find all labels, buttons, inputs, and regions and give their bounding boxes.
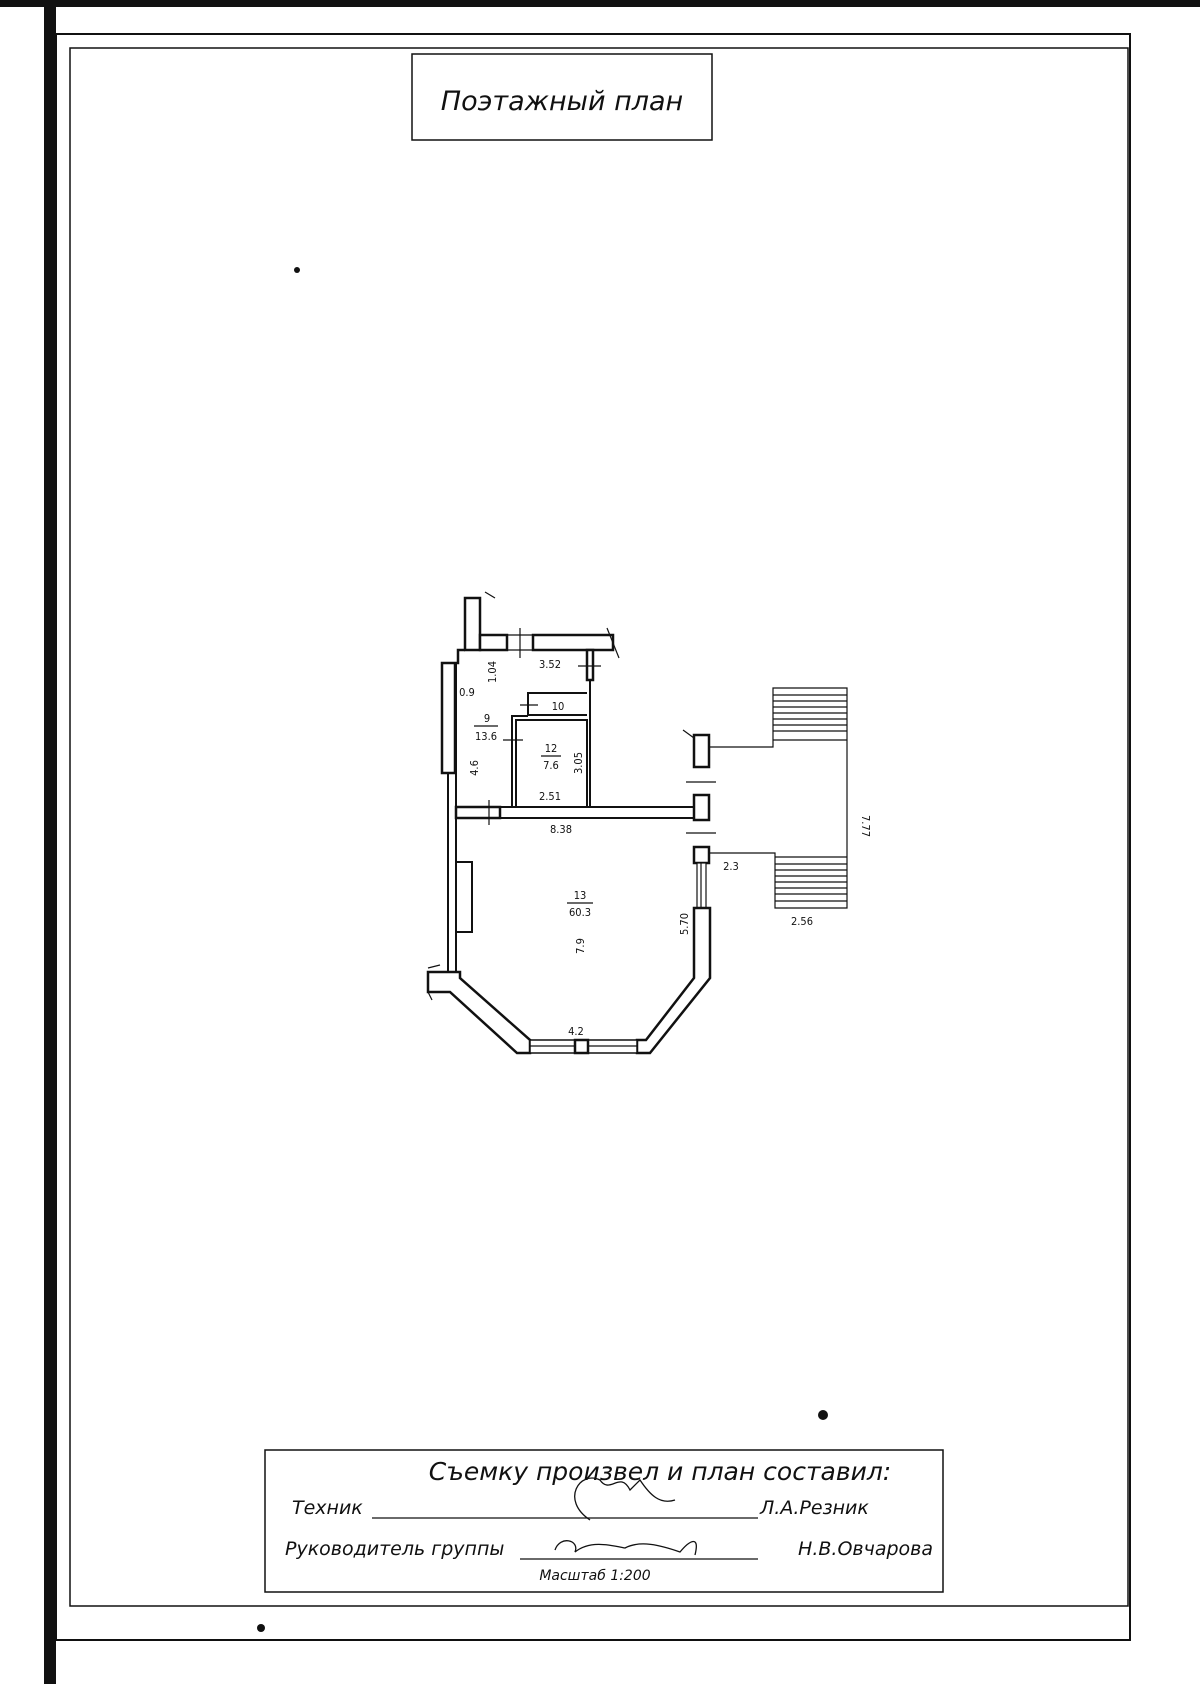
stairs-bottom bbox=[775, 856, 847, 902]
stamp-heading: Съемку произвел и план составил: bbox=[429, 1457, 891, 1486]
group-head-signature bbox=[554, 1540, 697, 1556]
group-head-label: Руководитель группы bbox=[285, 1538, 504, 1560]
dim-7-9: 7.9 bbox=[574, 938, 587, 954]
stairs-top bbox=[773, 694, 847, 741]
dim-7-77: 7.77 bbox=[859, 815, 872, 837]
room-9-area: 13.6 bbox=[475, 730, 497, 743]
dim-1-04: 1.04 bbox=[486, 661, 499, 683]
room-10-number: 10 bbox=[552, 700, 565, 713]
dim-2-56: 2.56 bbox=[791, 915, 813, 928]
scan-left-edge bbox=[44, 0, 56, 1684]
dim-3-52: 3.52 bbox=[539, 658, 561, 671]
page-title: Поэтажный план bbox=[441, 86, 683, 117]
room-12-area: 7.6 bbox=[543, 759, 559, 772]
scale-label: Масштаб 1:200 bbox=[539, 1568, 650, 1584]
dim-0-9: 0.9 bbox=[459, 686, 475, 699]
technician-signature bbox=[574, 1477, 676, 1521]
scan-top-edge bbox=[0, 0, 1200, 7]
sheet-frame-inner bbox=[69, 47, 1129, 1607]
sheet-frame-outer bbox=[55, 33, 1131, 1641]
dim-4-2: 4.2 bbox=[568, 1025, 584, 1038]
technician-name: Л.А.Резник bbox=[759, 1497, 869, 1519]
dim-4-6: 4.6 bbox=[468, 760, 481, 776]
dim-5-70: 5.70 bbox=[678, 913, 691, 935]
floor-plan: 9 13.6 10 12 7.6 13 60.3 1.04 3.52 0.9 4… bbox=[426, 591, 872, 1055]
title-box: Поэтажный план bbox=[411, 53, 713, 141]
title-block: Съемку произвел и план составил: Техник … bbox=[264, 1449, 944, 1593]
room-13-area: 60.3 bbox=[569, 906, 591, 919]
room-12-number: 12 bbox=[545, 742, 558, 755]
room-9-number: 9 bbox=[484, 712, 490, 725]
technician-label: Техник bbox=[292, 1497, 363, 1519]
room-13-number: 13 bbox=[574, 889, 587, 902]
dim-2-3: 2.3 bbox=[723, 860, 739, 873]
dim-2-51: 2.51 bbox=[539, 790, 561, 803]
group-head-name: Н.В.Овчарова bbox=[798, 1538, 933, 1560]
dim-8-38: 8.38 bbox=[550, 823, 572, 836]
dim-3-05: 3.05 bbox=[572, 752, 585, 774]
